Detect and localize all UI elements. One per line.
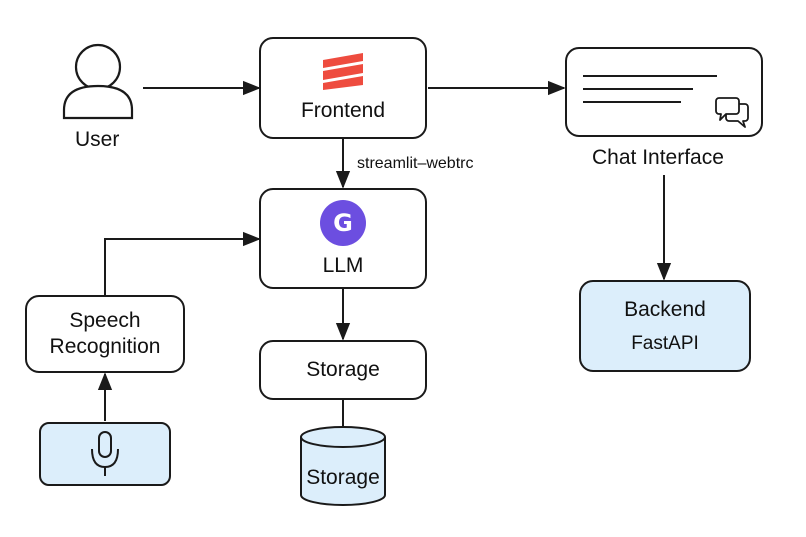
- chat-interface-label: Chat Interface: [592, 146, 724, 169]
- backend-sublabel: FastAPI: [631, 332, 699, 354]
- llm-logo-letter: G: [333, 209, 353, 237]
- llm-node[interactable]: G LLM: [259, 188, 427, 289]
- llm-label: LLM: [322, 253, 364, 277]
- backend-label: Backend: [624, 298, 706, 322]
- frontend-logo-icon: [323, 53, 363, 91]
- chat-bubbles-icon: [715, 97, 749, 128]
- microphone-icon: [91, 431, 119, 476]
- chat-window-content: [583, 75, 749, 128]
- arrow-speech-to-llm: [104, 231, 261, 295]
- backend-node[interactable]: Backend FastAPI: [579, 280, 751, 372]
- frontend-node[interactable]: Frontend: [259, 37, 427, 139]
- llm-logo-icon: G: [320, 199, 366, 246]
- microphone-node[interactable]: [39, 422, 171, 486]
- user-icon: [62, 43, 134, 120]
- storage-node[interactable]: Storage: [259, 340, 427, 400]
- storage-node-label: Storage: [306, 358, 380, 382]
- storage-db-label: Storage: [306, 466, 380, 489]
- frontend-llm-edge-label: streamlit–webtrc: [357, 155, 474, 172]
- storage-cylinder: [300, 426, 386, 506]
- speech-recognition-label: Speech Recognition: [49, 309, 161, 358]
- chat-interface-window[interactable]: [565, 47, 763, 137]
- frontend-label: Frontend: [300, 99, 386, 123]
- user-label: User: [75, 128, 120, 151]
- speech-recognition-node[interactable]: Speech Recognition: [25, 295, 185, 373]
